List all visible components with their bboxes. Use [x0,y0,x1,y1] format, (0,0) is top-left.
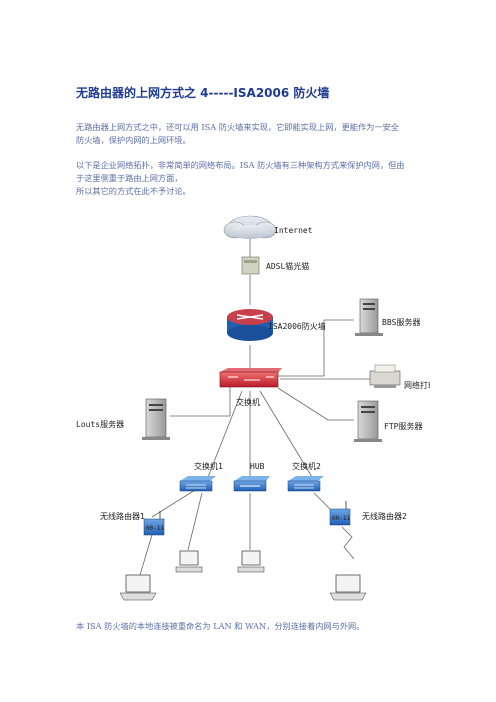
hub-icon [233,476,270,492]
desktop-computer-icon [175,550,203,573]
lotus-server-icon [142,398,170,440]
network-printer-icon [369,364,401,388]
wireless-router2-icon [329,501,351,526]
closing-paragraph: 本 ISA 防火墙的本地连接被重命名为 LAN 和 WAN，分别连接着内网与外网… [76,620,426,633]
text-line: 于这里侧重于路由上网方面， [76,173,183,183]
topology-paragraph: 以下是企业网络拓扑，非常简单的网络布局。ISA 防火墙有三种架构方式来保护内网，… [76,159,426,198]
bbs-server-label: BBS服务器 [382,317,420,327]
laptop-icon [329,574,367,601]
core-switch-icon [219,368,282,388]
firewall-label: ISA2006防火墙 [268,321,326,331]
wireless-router1-icon [143,511,165,536]
desktop-computer-icon [237,550,265,573]
text-line: 所以其它的方式在此不予讨论。 [76,186,191,196]
internet-cloud-icon [223,215,277,239]
network-topology-diagram: Internet ADSL猫光猫 ISA2006防火墙 BBS服务器 交换机 网… [76,215,430,601]
router1-badge: 00-11 [146,525,164,532]
ftp-server-label: FTP服务器 [384,421,422,431]
modem-icon [241,256,260,275]
laptop-icon [119,574,157,601]
firewall-router-icon [227,309,273,341]
router2-badge: 00-11 [332,515,350,522]
router2-label: 无线路由器2 [362,511,407,521]
ftp-server-icon [354,400,382,442]
text-line: 防火墙，保护内网的上网环境。 [76,135,191,145]
page-title: 无路由器的上网方式之 4-----ISA2006 防火墙 [76,86,330,100]
bbs-server-icon [355,298,383,336]
text-line: 以下是企业网络拓扑，非常简单的网络布局。ISA 防火墙有三种架构方式来保护内网，… [76,160,405,170]
switch2-icon [287,476,324,492]
internet-label: Internet [274,226,313,235]
switch1-icon [179,476,216,492]
switch1-label: 交换机1 [194,461,223,471]
modem-label: ADSL猫光猫 [266,261,309,271]
switch2-label: 交换机2 [292,461,321,471]
core-switch-label: 交换机 [236,397,260,407]
router1-label: 无线路由器1 [100,511,145,521]
hub-label: HUB [250,462,265,471]
intro-paragraph: 无路由器上网方式之中，还可以用 ISA 防火墙来实现，它即能实现上网，更能作为一… [76,121,426,147]
modem-panel [244,260,257,263]
printer-label: 网络打印机 [404,380,430,390]
lotus-server-label: Louts服务器 [76,419,124,429]
text-line: 本 ISA 防火墙的本地连接被重命名为 LAN 和 WAN，分别连接着内网与外网… [76,621,365,631]
text-line: 无路由器上网方式之中，还可以用 ISA 防火墙来实现，它即能实现上网，更能作为一… [76,122,399,132]
